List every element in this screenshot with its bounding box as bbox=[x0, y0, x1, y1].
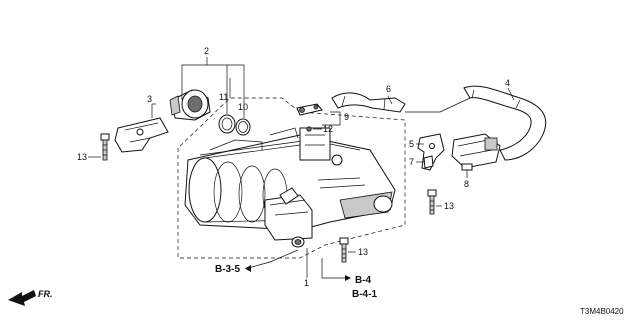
leader-lines bbox=[88, 57, 515, 281]
callout-10: 10 bbox=[238, 102, 248, 112]
callout-5: 5 bbox=[409, 139, 414, 149]
callout-2: 2 bbox=[204, 46, 209, 56]
callout-6: 6 bbox=[386, 84, 391, 94]
hose-part-4 bbox=[405, 85, 547, 161]
callout-9: 9 bbox=[344, 112, 349, 122]
callout-12: 12 bbox=[323, 124, 333, 134]
clip-part-12 bbox=[306, 126, 312, 132]
reference-b-4-1: B-4-1 bbox=[352, 289, 377, 300]
front-direction-indicator: FR. bbox=[8, 289, 53, 306]
callout-13-left: 13 bbox=[77, 152, 87, 162]
o-ring-11 bbox=[218, 114, 236, 134]
bracket-part-3 bbox=[114, 104, 169, 153]
front-direction-label: FR. bbox=[38, 289, 53, 299]
callout-8: 8 bbox=[464, 179, 469, 189]
o-ring-10 bbox=[235, 118, 251, 136]
tube-part-6 bbox=[331, 92, 406, 113]
callout-13-right: 13 bbox=[444, 201, 454, 211]
canister-assembly bbox=[184, 127, 396, 248]
bolt-13-right bbox=[427, 189, 437, 215]
reference-b-3-5: B-3-5 bbox=[215, 264, 240, 275]
bolt-13-lower bbox=[339, 237, 349, 263]
callout-13-lower: 13 bbox=[358, 247, 368, 257]
clip-part-7 bbox=[423, 155, 434, 169]
callout-11: 11 bbox=[219, 92, 228, 102]
reference-b-4: B-4 bbox=[355, 275, 372, 286]
bolt-13-left bbox=[100, 133, 110, 161]
assembly-boundary bbox=[177, 97, 406, 259]
callout-7: 7 bbox=[409, 157, 414, 167]
filter-part-2 bbox=[169, 89, 211, 121]
callout-3: 3 bbox=[147, 94, 152, 104]
valve-part-8 bbox=[451, 133, 501, 171]
diagram-code: T3M4B0420 bbox=[580, 307, 624, 316]
callout-4: 4 bbox=[505, 78, 510, 88]
callout-1: 1 bbox=[304, 278, 309, 288]
clip-part-9 bbox=[296, 103, 323, 116]
